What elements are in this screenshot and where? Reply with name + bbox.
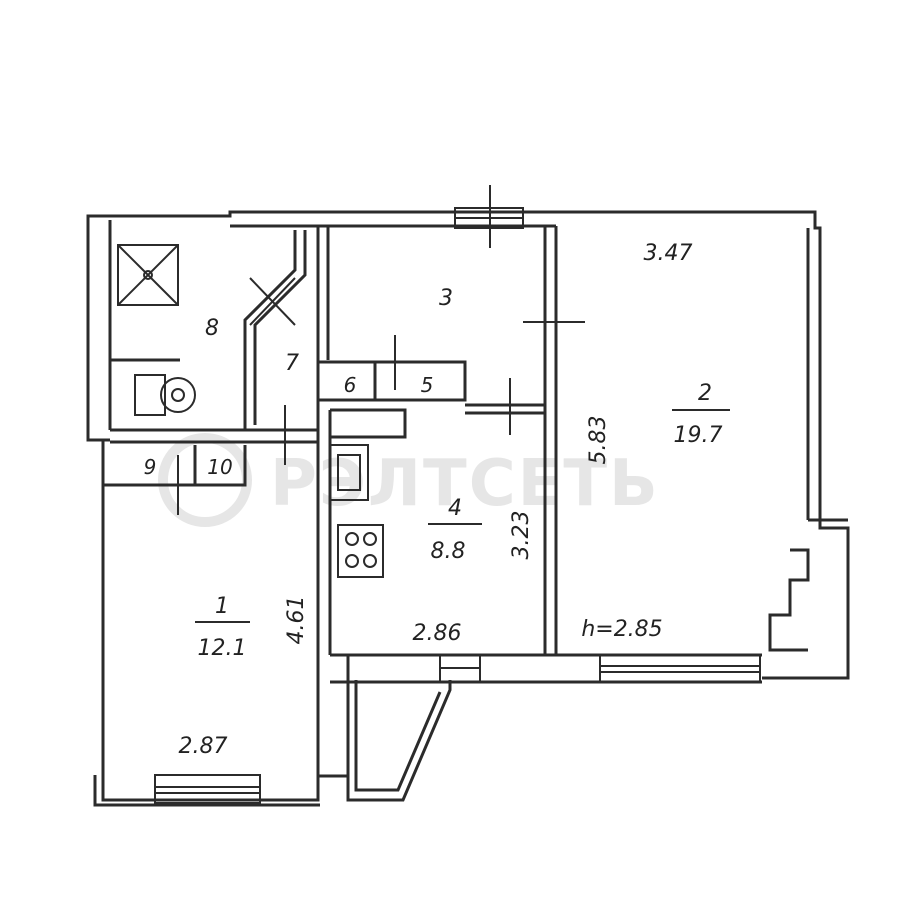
room-4-length-dimension: 3.23 bbox=[509, 511, 534, 560]
room-labels: 1 12.1 2 19.7 3 4 8.8 5 6 7 8 9 10 bbox=[144, 286, 730, 661]
sink-icon bbox=[329, 444, 369, 501]
room-4-width-dimension: 2.86 bbox=[413, 621, 462, 646]
room-5-number: 5 bbox=[421, 373, 434, 397]
shower-tray-icon bbox=[117, 244, 179, 306]
stove-icon bbox=[337, 524, 384, 578]
room-2-area: 19.7 bbox=[674, 423, 723, 448]
dimension-labels: 3.47 5.83 h=2.85 3.23 2.86 4.61 2.87 bbox=[179, 241, 693, 759]
watermark: РЭЛТСЕТЬ bbox=[158, 433, 660, 527]
door-markers bbox=[177, 185, 585, 515]
interior-walls bbox=[103, 226, 558, 800]
room-7-number: 7 bbox=[285, 351, 299, 376]
room-10-number: 10 bbox=[207, 455, 232, 479]
room-2-number: 2 bbox=[698, 381, 712, 406]
room-4-area: 8.8 bbox=[431, 539, 466, 564]
room-1-number: 1 bbox=[215, 594, 229, 619]
ceiling-height-label: h=2.85 bbox=[581, 617, 662, 642]
toilet-icon bbox=[134, 374, 196, 416]
room-4-number: 4 bbox=[448, 496, 462, 521]
room-3-number: 3 bbox=[439, 286, 453, 311]
room-9-number: 9 bbox=[144, 455, 157, 479]
room-8-number: 8 bbox=[205, 316, 219, 341]
fixtures bbox=[117, 244, 384, 578]
room-1-length-dimension: 4.61 bbox=[284, 596, 309, 645]
room-6-number: 6 bbox=[344, 373, 357, 397]
room-2-width-dimension: 3.47 bbox=[644, 241, 693, 266]
room-2-length-dimension: 5.83 bbox=[586, 416, 611, 465]
room-1-area: 12.1 bbox=[198, 636, 247, 661]
watermark-text: РЭЛТСЕТЬ bbox=[270, 447, 660, 521]
room-1-width-dimension: 2.87 bbox=[179, 734, 228, 759]
